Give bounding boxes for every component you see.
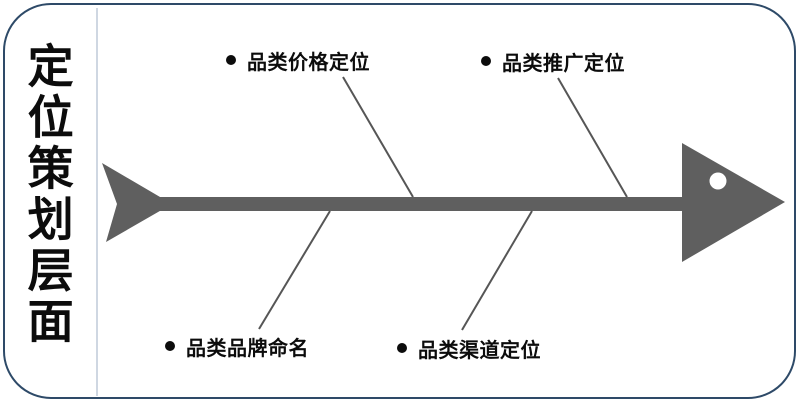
- fish-head: [682, 143, 785, 262]
- title-divider: [96, 8, 98, 396]
- bullet-icon: [481, 56, 491, 66]
- label-brand: 品类品牌命名: [165, 335, 309, 360]
- label-text: 品类价格定位: [247, 51, 370, 74]
- fish-eye: [709, 172, 727, 190]
- page-title: 定位策划层面: [21, 42, 74, 348]
- rib-line-brand: [258, 210, 331, 330]
- fish-spine: [150, 197, 700, 211]
- label-channel: 品类渠道定位: [397, 337, 541, 362]
- rib-line-promotion: [557, 77, 628, 198]
- bullet-icon: [397, 343, 407, 353]
- label-promotion: 品类推广定位: [481, 50, 625, 75]
- label-price: 品类价格定位: [226, 49, 370, 74]
- rib-line-channel: [461, 210, 533, 331]
- rib-line-price: [342, 76, 414, 198]
- label-text: 品类品牌命名: [186, 337, 309, 360]
- bullet-icon: [226, 55, 236, 65]
- label-text: 品类渠道定位: [418, 339, 541, 362]
- label-text: 品类推广定位: [502, 52, 625, 75]
- bullet-icon: [165, 341, 175, 351]
- fish-tail: [102, 163, 172, 242]
